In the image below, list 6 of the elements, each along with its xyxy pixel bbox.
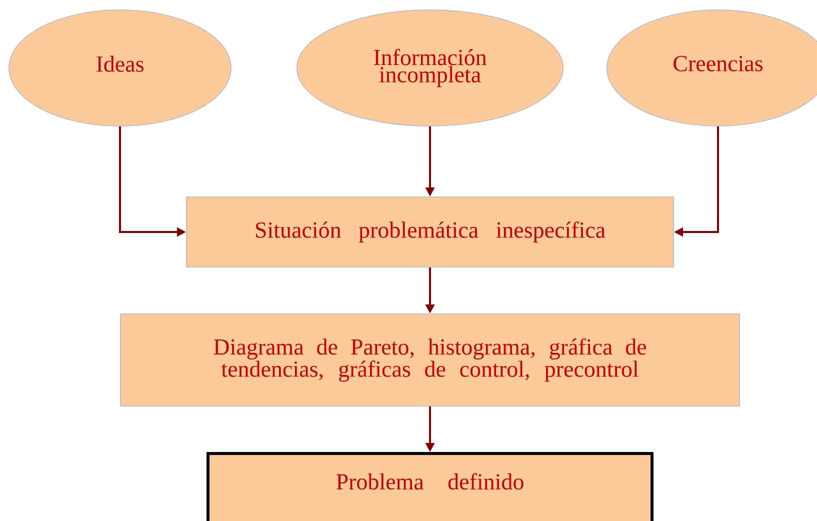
ellipse-node: Creencias (606, 10, 817, 126)
process-box: Situación problemática inespecífica (186, 196, 674, 268)
result-box: Problema definido (206, 452, 654, 521)
ellipse-node: Información incompleta (296, 10, 564, 126)
ellipse-node: Ideas (8, 10, 232, 126)
process-box: Diagrama de Pareto, histograma, gráfica de tendencias, gráficas de control, precontrol (120, 314, 740, 406)
